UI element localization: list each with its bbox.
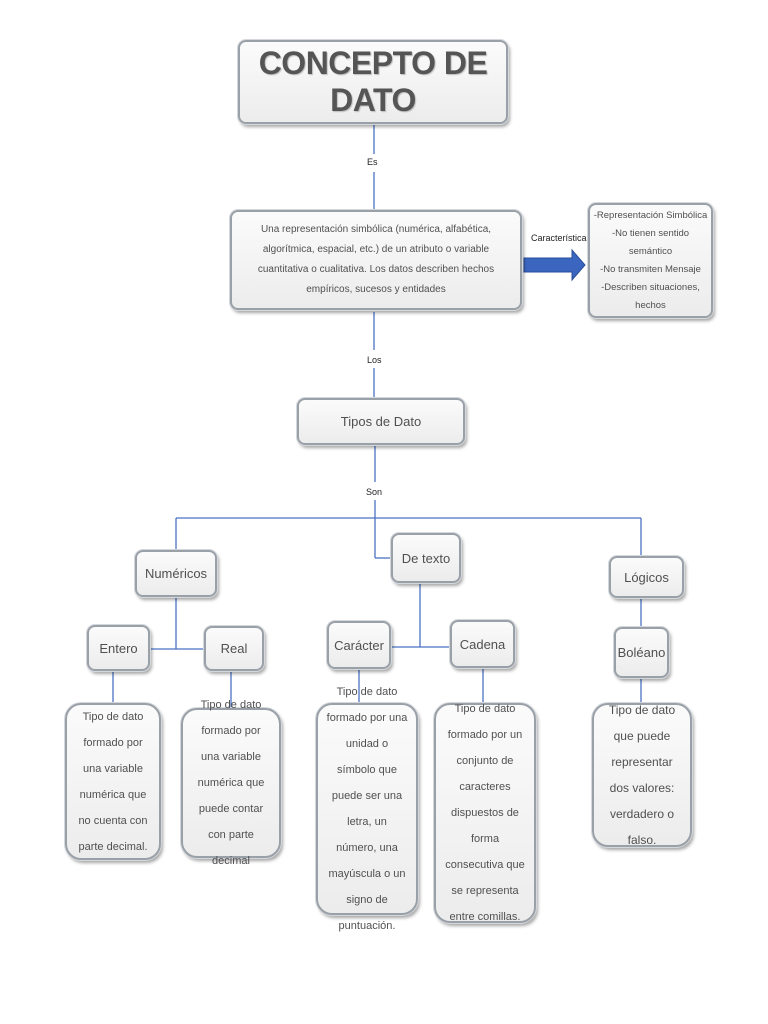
connector-label-caracteristicas: Características (531, 233, 592, 243)
subtype-booleano: Boléano (614, 627, 669, 678)
description-text: Tipo de dato formado por una variable nu… (78, 710, 148, 853)
definition-text: Una representación simbólica (numérica, … (257, 224, 495, 295)
connector-label-son: Son (366, 487, 383, 497)
description-booleano: Tipo de dato que puede representar dos v… (592, 703, 692, 847)
page-title: CONCEPTO DE DATO (258, 45, 488, 118)
category-texto: De texto (391, 533, 461, 583)
description-text: Tipo de dato que puede representar dos v… (608, 703, 676, 847)
definition-box: Una representación simbólica (numérica, … (230, 210, 522, 310)
subtype-real: Real (204, 626, 264, 671)
types-title: Tipos de Dato (340, 414, 422, 429)
category-numericos: Numéricos (135, 550, 217, 597)
subtype-label: Boléano (617, 645, 666, 660)
characteristic-item: -No transmiten Mensaje (600, 263, 701, 275)
description-text: Tipo de dato formado por una variable nu… (197, 699, 265, 867)
subtype-label: Real (220, 641, 248, 656)
category-label: Lógicos (624, 569, 669, 585)
subtype-label: Entero (99, 640, 138, 656)
category-label: Numéricos (144, 566, 208, 581)
types-box: Tipos de Dato (297, 398, 465, 445)
subtype-caracter: Carácter (327, 621, 391, 669)
characteristic-item: -No tienen sentido semántico (611, 227, 690, 257)
description-cadena: Tipo de dato formado por un conjunto de … (434, 703, 536, 923)
characteristics-list: -Representación Simbólica -No tienen sen… (590, 207, 711, 315)
category-label: De texto (401, 550, 451, 566)
characteristics-box: -Representación Simbólica -No tienen sen… (588, 203, 713, 318)
subtype-entero: Entero (87, 625, 150, 671)
description-real: Tipo de dato formado por una variable nu… (181, 699, 281, 867)
subtype-label: Carácter (334, 637, 384, 653)
subtype-label: Cadena (459, 636, 506, 652)
description-text: Tipo de dato formado por un conjunto de … (445, 703, 525, 923)
title-box: CONCEPTO DE DATO (238, 40, 508, 124)
arrow-right-icon (523, 248, 586, 282)
connector-label-los: Los (367, 355, 382, 365)
description-text: Tipo de dato formado por una unidad o sí… (326, 686, 408, 932)
characteristic-item: -Representación Simbólica (593, 209, 708, 221)
characteristic-item: -Describen situaciones, hechos (601, 281, 700, 311)
description-entero: Tipo de dato formado por una variable nu… (65, 703, 161, 860)
connector-label-es: Es (367, 157, 378, 167)
subtype-cadena: Cadena (450, 620, 515, 668)
description-caracter: Tipo de dato formado por una unidad o sí… (316, 686, 418, 932)
category-logicos: Lógicos (609, 556, 684, 598)
